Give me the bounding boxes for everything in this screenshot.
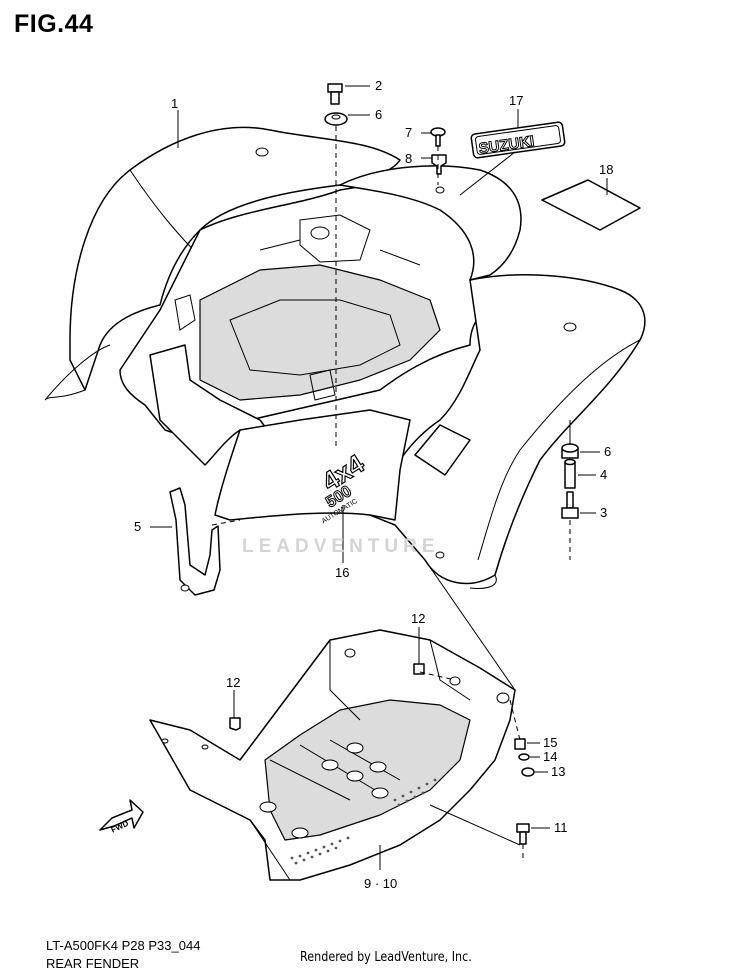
cushion-6-top xyxy=(324,112,348,126)
callout-12-left: 12 xyxy=(226,675,240,690)
callout-12-upper: 12 xyxy=(411,611,425,626)
cushion-13 xyxy=(521,767,535,777)
model-code: LT-A500FK4 P28 P33_044 xyxy=(46,938,201,953)
callout-5: 5 xyxy=(134,519,141,534)
callout-3: 3 xyxy=(600,505,607,520)
callout-13: 13 xyxy=(551,764,565,779)
washer-14 xyxy=(518,753,530,761)
nut-12-left xyxy=(229,717,241,731)
callout-2: 2 xyxy=(375,78,382,93)
bolt-2 xyxy=(327,83,343,105)
emblem-suzuki: SUZUKI xyxy=(470,121,566,159)
callout-1: 1 xyxy=(171,96,178,111)
spacer-4 xyxy=(564,458,576,489)
bracket xyxy=(169,487,221,596)
callout-7: 7 xyxy=(405,125,412,140)
fwd-arrow-icon: FWD xyxy=(99,799,144,835)
callout-16: 16 xyxy=(335,565,349,580)
callout-14: 14 xyxy=(543,749,557,764)
callout-15: 15 xyxy=(543,735,557,750)
bolt-11 xyxy=(516,823,530,845)
callout-9-10: 9 · 10 xyxy=(364,876,397,891)
callout-11: 11 xyxy=(554,820,568,835)
cushion-6-right xyxy=(561,443,579,459)
bolt-3 xyxy=(561,491,579,519)
nut-8 xyxy=(431,154,447,175)
screw-7 xyxy=(430,127,446,147)
tread-pattern xyxy=(290,778,437,865)
callout-17: 17 xyxy=(509,93,523,108)
bolt-15 xyxy=(514,738,526,750)
footrest xyxy=(149,629,516,881)
watermark: LEADVENTURE xyxy=(242,536,440,557)
figure-title: FIG.44 xyxy=(14,10,94,38)
callout-4: 4 xyxy=(600,467,607,482)
callout-8: 8 xyxy=(405,151,412,166)
callout-6-top: 6 xyxy=(375,107,382,122)
callout-6-right: 6 xyxy=(604,444,611,459)
section-name: REAR FENDER xyxy=(46,956,140,971)
callout-18: 18 xyxy=(599,162,613,177)
label-plate xyxy=(541,179,641,231)
rear-fender xyxy=(44,126,646,589)
nut-12-upper xyxy=(413,663,425,675)
rendered-by: Rendered by LeadVenture, Inc. xyxy=(300,950,472,965)
